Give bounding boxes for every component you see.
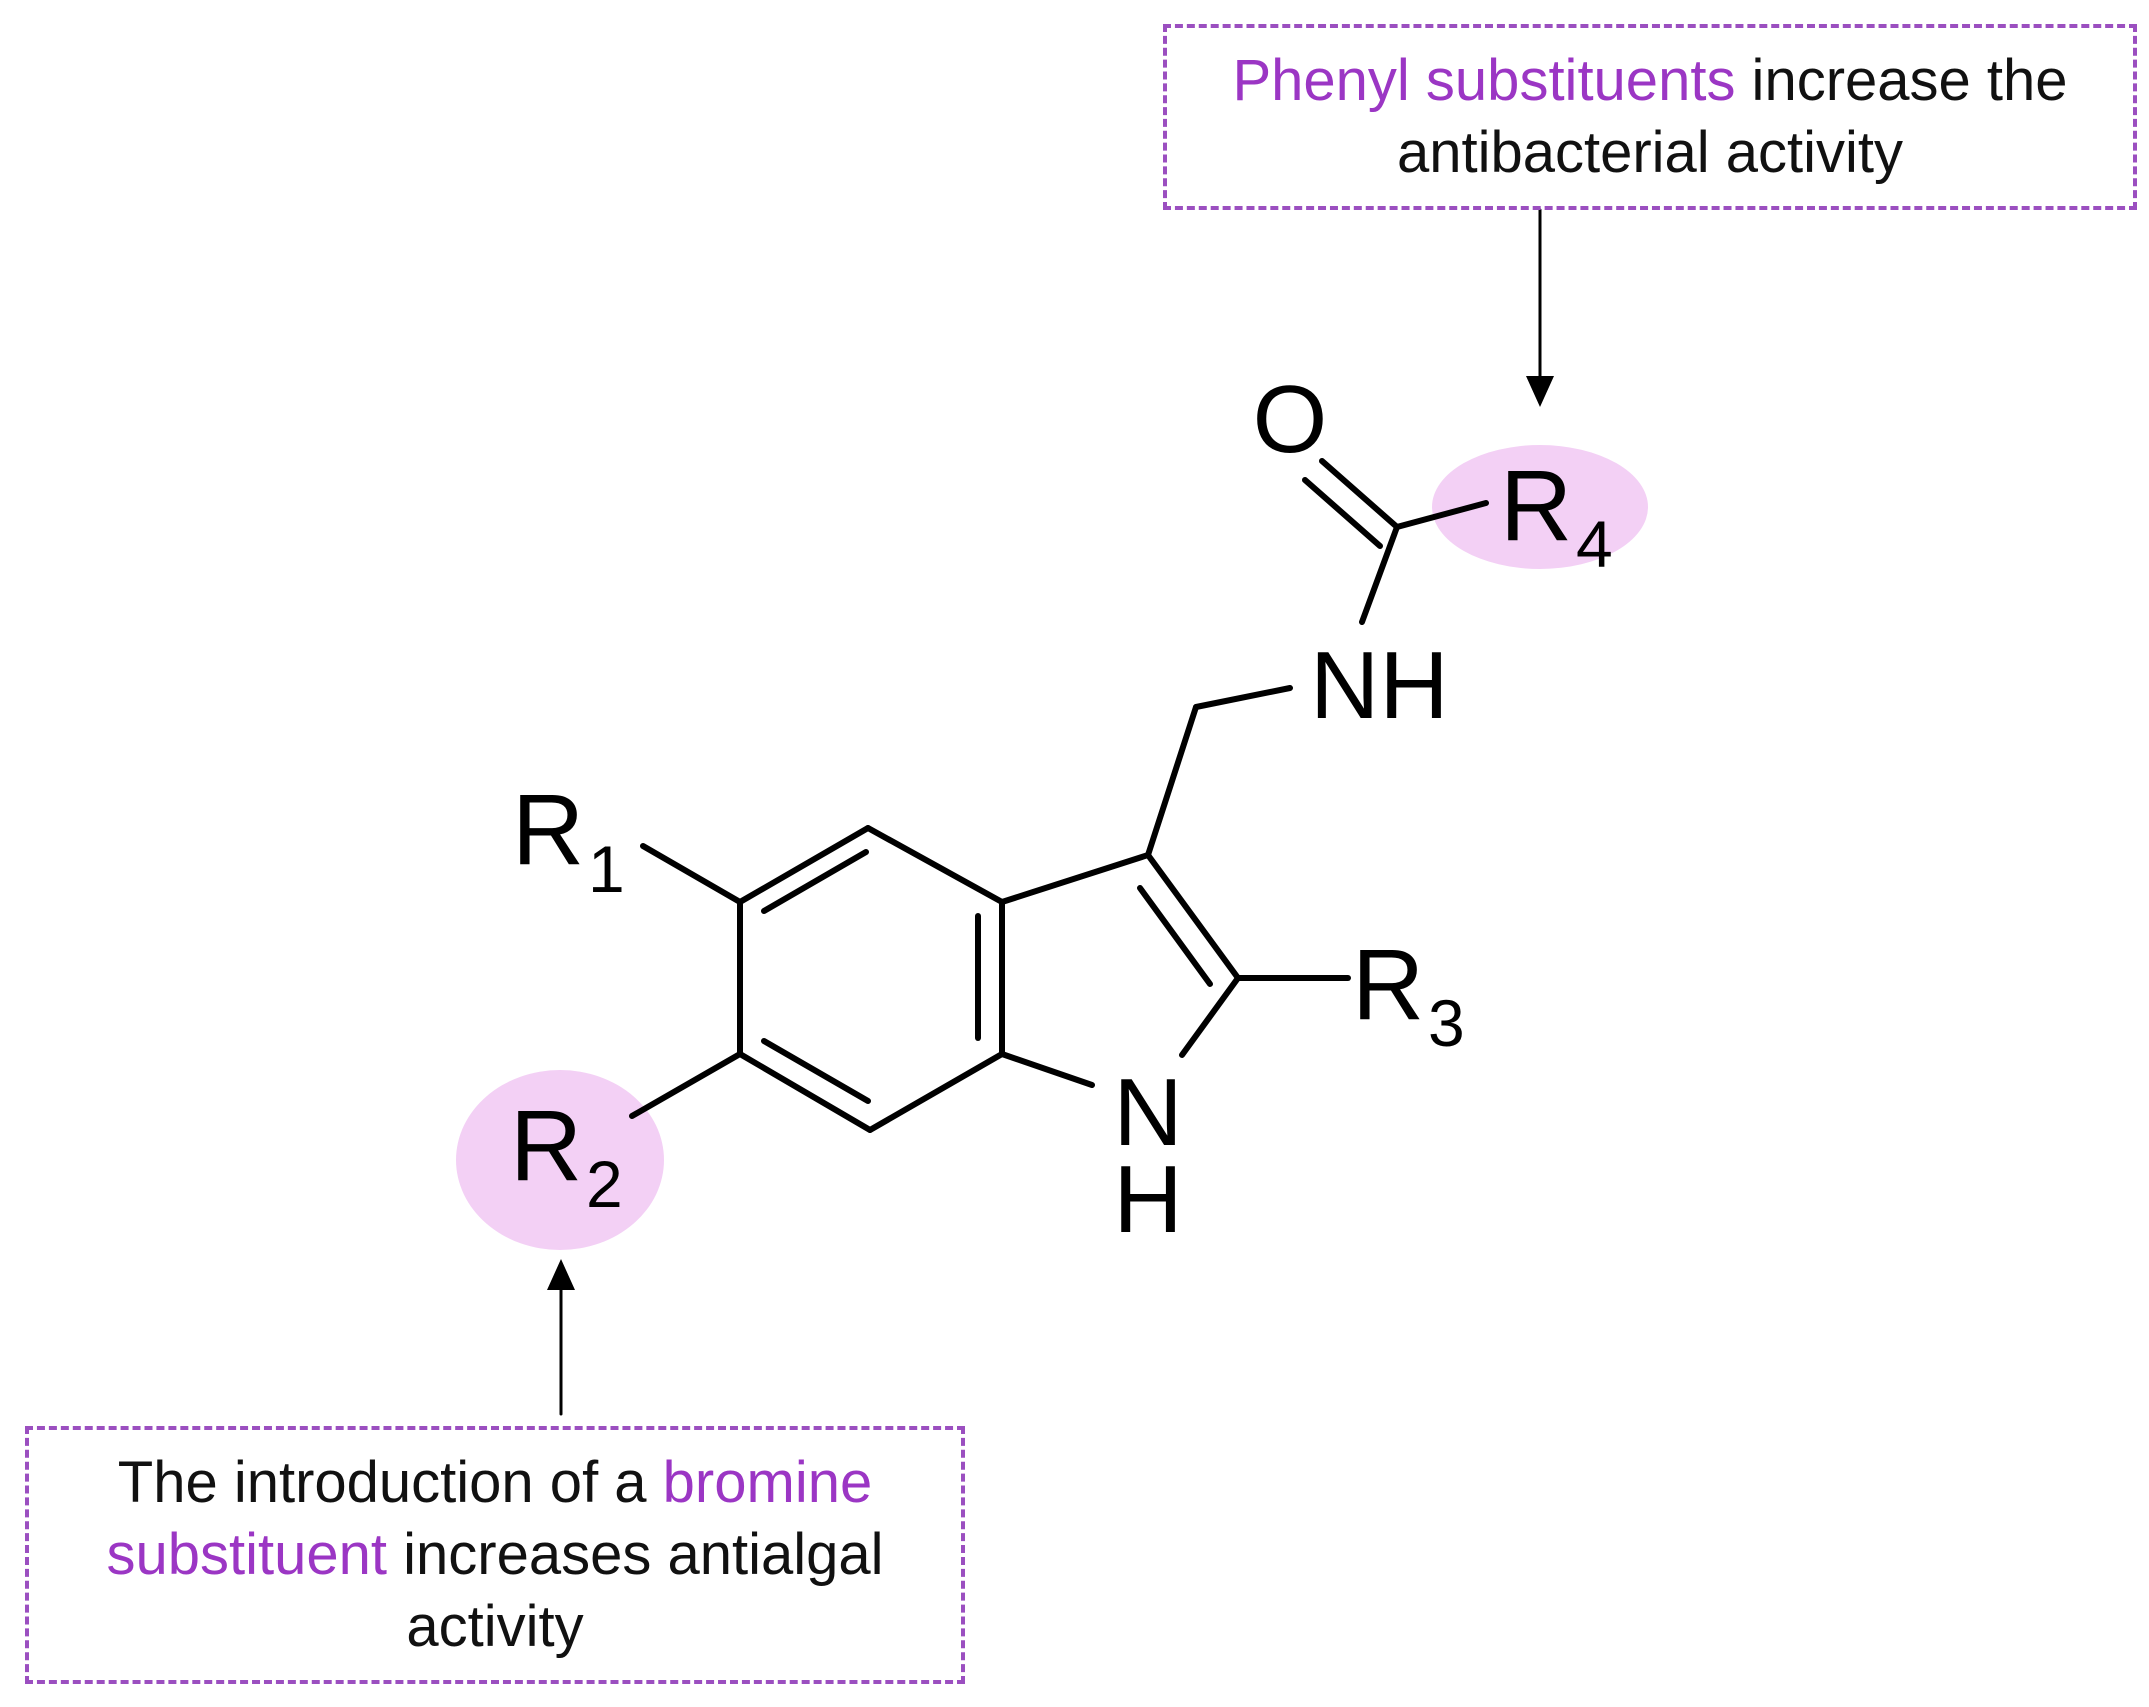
annotation-text-antialgal: The introduction of a bromine substituen… <box>69 1447 921 1663</box>
annotation-text-lead: The introduction of a <box>117 1450 663 1515</box>
bond-c5-r1 <box>640 843 743 905</box>
annotation-box-antialgal: The introduction of a bromine substituen… <box>25 1426 965 1684</box>
r4-letter: R <box>1500 450 1572 562</box>
r3-subscript: 3 <box>1428 986 1465 1060</box>
r2-subscript: 2 <box>586 1147 623 1221</box>
r4-highlight <box>1432 445 1648 569</box>
label-r3: R 3 <box>1352 929 1465 1060</box>
bond-c3a-c4 <box>865 825 1005 905</box>
bond-c2-n1 <box>1179 975 1241 1058</box>
r2-highlight <box>456 1070 664 1250</box>
bonds <box>559 208 1542 1416</box>
r1-letter: R <box>512 774 584 886</box>
r4-subscript: 4 <box>1576 507 1613 581</box>
bond-co-o-b <box>1302 477 1383 549</box>
bond-nh-co <box>1359 524 1400 625</box>
atom-o: O <box>1253 366 1328 473</box>
arrow-bottom-head <box>547 1259 575 1290</box>
r3-letter: R <box>1352 929 1424 1041</box>
annotation-text-rest: increase the antibacterial activity <box>1396 48 2068 185</box>
bond-c3a-c3 <box>999 852 1151 905</box>
atom-n-ring: N <box>1113 1059 1182 1166</box>
bond-ch2-nh <box>1193 685 1293 710</box>
bond-n1-c7a <box>999 1051 1095 1088</box>
bond-c3-ch2 <box>1145 704 1199 858</box>
arrow-top-head <box>1526 376 1554 407</box>
label-r1: R 1 <box>512 774 625 906</box>
bond-c6-c7-inner <box>761 1038 871 1104</box>
r1-subscript: 1 <box>588 832 625 906</box>
atom-nh-amide: NH <box>1310 632 1449 739</box>
label-r2: R 2 <box>510 1090 623 1221</box>
highlight-bromine-substituent: bromine substituent <box>106 1450 873 1587</box>
annotation-box-antibacterial: Phenyl substituents increase the antibac… <box>1163 24 2137 210</box>
atom-h-ring: H <box>1113 1146 1182 1253</box>
bond-co-r4 <box>1394 500 1489 530</box>
bond-co-o-a <box>1319 458 1400 530</box>
highlight-phenyl-substituents: Phenyl substituents <box>1232 48 1736 113</box>
annotation-text-antibacterial: Phenyl substituents increase the antibac… <box>1197 45 2103 189</box>
bond-c3-c2-inner <box>1137 885 1213 987</box>
bond-c6-r2 <box>629 1051 743 1119</box>
annotation-text-rest: increases antialgal activity <box>387 1522 884 1659</box>
bond-c3-c2 <box>1145 852 1241 981</box>
r2-letter: R <box>510 1090 582 1202</box>
bond-c4-c5-inner <box>761 849 869 914</box>
bond-c4-c5 <box>737 825 871 905</box>
bond-c6-c7 <box>737 1051 873 1133</box>
label-r4: R 4 <box>1500 450 1613 581</box>
bond-c7-c7a <box>867 1051 1005 1133</box>
